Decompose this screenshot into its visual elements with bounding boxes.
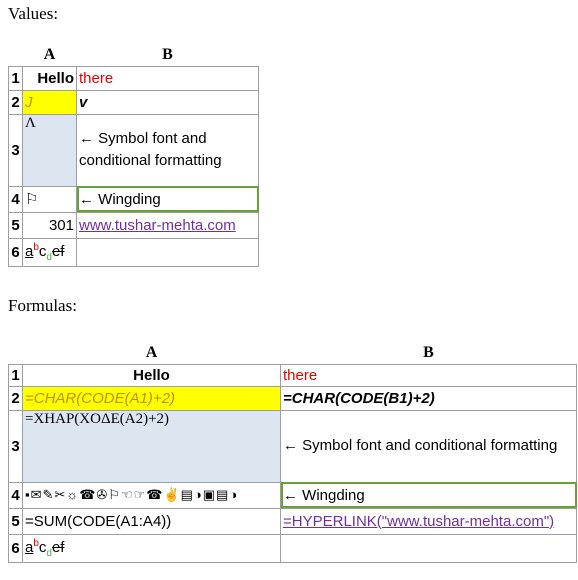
row-header: 2 [8, 385, 23, 411]
cell-b1[interactable]: there [76, 65, 259, 91]
rich-text-c: c [38, 242, 47, 260]
rich-text-c: c [38, 538, 47, 556]
cell-b6[interactable] [76, 237, 259, 267]
cell-b3[interactable]: ← Symbol font and conditional formatting [76, 113, 259, 187]
cell-a1[interactable]: Hello [22, 363, 281, 387]
cell-a4[interactable]: ⚐ [22, 185, 77, 213]
column-header-a: A [145, 344, 158, 362]
values-heading: Values: [8, 4, 59, 23]
row-header: 5 [8, 211, 23, 239]
row-header: 4 [8, 185, 23, 213]
rich-text-d: d [46, 251, 52, 263]
corner [9, 46, 23, 66]
column-header-b: B [162, 46, 173, 64]
cell-a5[interactable]: =SUM(CODE(A1:A4)) [22, 507, 281, 535]
cell-a6[interactable]: abcdef [22, 533, 281, 563]
cell-b5[interactable]: =HYPERLINK("www.tushar-mehta.com") [280, 507, 577, 535]
cell-b2[interactable]: v [76, 89, 259, 115]
row-header: 3 [8, 409, 23, 483]
cell-b4[interactable]: ← Wingding [76, 185, 259, 213]
rich-text-a: a [25, 242, 34, 260]
cell-a2[interactable]: J [22, 89, 77, 115]
cell-b4[interactable]: ← Wingding [280, 481, 577, 509]
cell-a3[interactable]: =XHAP(XOΔE(A2)+2) [22, 409, 281, 483]
values-table: A B 1 Hello there 2 J v 3 Λ ← Symbol fon… [8, 46, 259, 267]
rich-text-d: d [46, 547, 52, 559]
rich-text-b: b [33, 537, 39, 549]
cell-a4[interactable]: ▪✉✎✂☼☎✇⚐☜☞☎✌▤◑▣▤◑ [22, 481, 281, 509]
cell-a1[interactable]: Hello [22, 65, 77, 91]
cell-a2[interactable]: =CHAR(CODE(A1)+2) [22, 385, 281, 411]
rich-text-b: b [33, 241, 39, 253]
row-header: 6 [8, 237, 23, 267]
row-header: 1 [8, 65, 23, 91]
column-header-b: B [423, 344, 434, 362]
row-header: 3 [8, 113, 23, 187]
row-header: 6 [8, 533, 23, 563]
cell-a3[interactable]: Λ [22, 113, 77, 187]
corner [9, 344, 23, 364]
row-header: 5 [8, 507, 23, 535]
cell-b6[interactable] [280, 533, 577, 563]
cell-b1[interactable]: there [280, 363, 577, 387]
row-header: 4 [8, 481, 23, 509]
cell-a5[interactable]: 301 [22, 211, 77, 239]
cell-b5[interactable]: www.tushar-mehta.com [76, 211, 259, 239]
column-header-a: A [43, 46, 56, 64]
rich-text-a: a [25, 538, 34, 556]
rich-text-ef: ef [51, 538, 65, 556]
row-header: 2 [8, 89, 23, 115]
rich-text-ef: ef [51, 242, 65, 260]
cell-b2[interactable]: =CHAR(CODE(B1)+2) [280, 385, 577, 411]
cell-b3[interactable]: ← Symbol font and conditional formatting [280, 409, 577, 483]
formulas-table: A B 1 Hello there 2 =CHAR(CODE(A1)+2) =C… [8, 344, 577, 563]
cell-a6[interactable]: abcdef [22, 237, 77, 267]
formulas-heading: Formulas: [8, 296, 77, 315]
row-header: 1 [8, 363, 23, 387]
